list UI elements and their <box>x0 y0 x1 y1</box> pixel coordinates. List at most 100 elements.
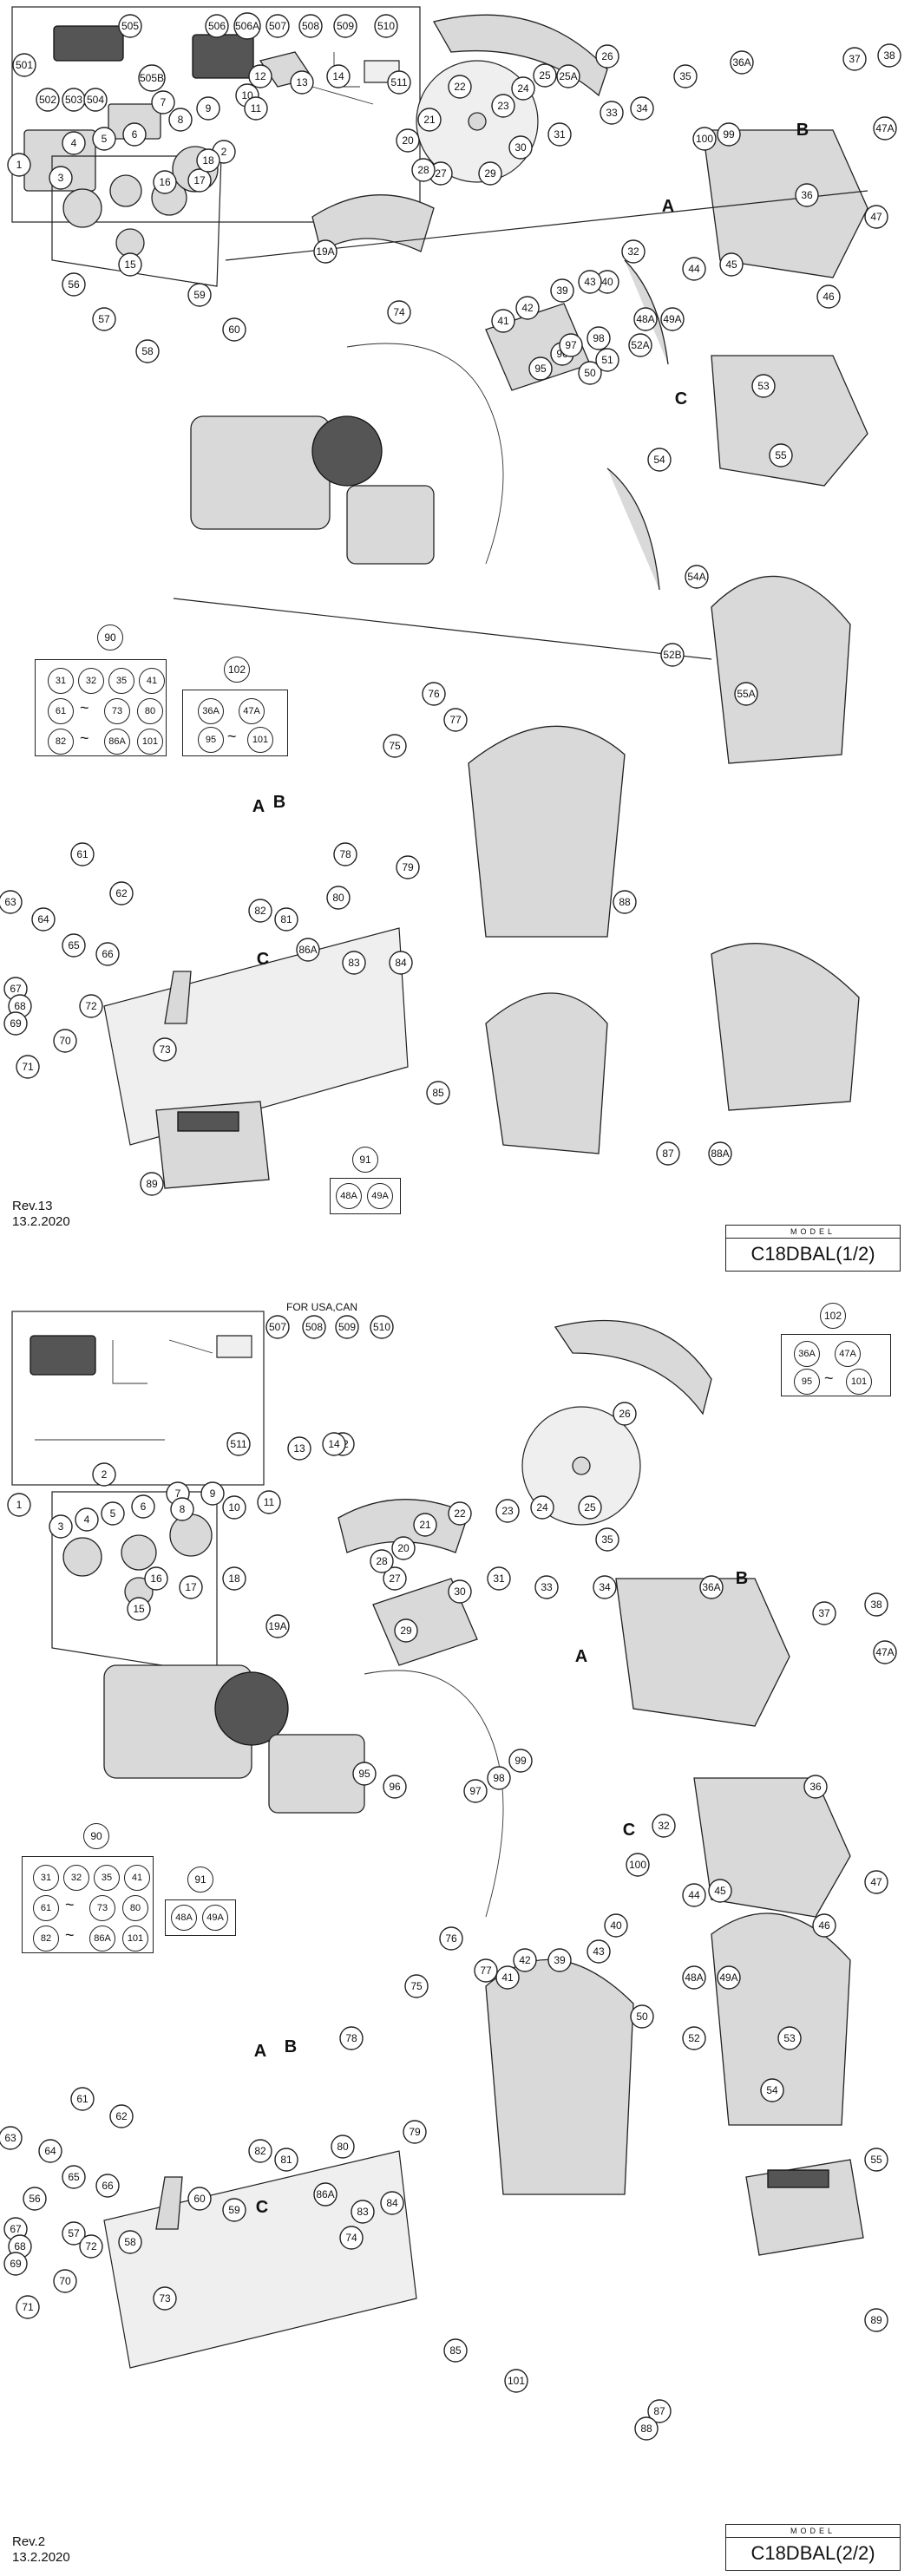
part-callout: 5 <box>101 1501 125 1526</box>
callout-circle <box>287 1436 311 1461</box>
callout-circle <box>70 842 95 866</box>
callout-number: 42 <box>521 302 534 314</box>
part-callout: 12 <box>248 64 272 88</box>
section-letter-b: B <box>736 1569 748 1588</box>
callout-number: 44 <box>688 1889 700 1901</box>
part-callout: 17 <box>179 1575 203 1599</box>
part-callout: 23 <box>491 94 515 118</box>
callout-number: 95 <box>358 1768 370 1780</box>
part-callout: 506A <box>233 12 261 40</box>
legend-range-tilde: ~ <box>80 729 89 747</box>
callout-number: 37 <box>849 53 861 65</box>
callout-number: 60 <box>193 2193 206 2205</box>
part-callout: 97 <box>463 1779 488 1803</box>
model-caption: MODEL <box>726 1226 900 1239</box>
callout-circle <box>374 14 398 38</box>
legend-chip: 47A <box>239 698 265 724</box>
part-callout: 61 <box>70 842 95 866</box>
callout-circle <box>769 443 793 467</box>
callout-number: 47A <box>875 122 894 134</box>
callout-circle <box>387 300 411 324</box>
callout-circle <box>265 1614 290 1638</box>
callout-circle <box>248 2139 272 2163</box>
part-callout: 13 <box>290 70 314 95</box>
callout-number: 67 <box>10 2223 22 2235</box>
callout-number: 84 <box>395 957 407 969</box>
callout-number: 48A <box>685 1971 703 1984</box>
callout-number: 69 <box>10 2258 22 2270</box>
legend-range-tilde: ~ <box>80 699 89 716</box>
part-callout: 30 <box>508 135 533 160</box>
callout-circle <box>83 88 108 112</box>
callout-circle <box>313 239 338 264</box>
callout-number: 18 <box>228 1572 240 1585</box>
part-callout: 47 <box>864 205 888 229</box>
legend-chip: 61 <box>48 698 74 724</box>
callout-number: 13 <box>293 1442 305 1455</box>
callout-number: 98 <box>593 332 605 344</box>
legend-chip: 80 <box>122 1895 148 1921</box>
callout-circle <box>342 951 366 975</box>
callout-number: 72 <box>85 1000 97 1012</box>
callout-number: 58 <box>124 2236 136 2248</box>
callout-circle <box>533 63 557 88</box>
callout-circle <box>448 1501 472 1526</box>
callout-circle <box>812 1601 836 1625</box>
callout-circle <box>222 1495 246 1520</box>
callout-circle <box>326 886 351 910</box>
part-callout: 5 <box>92 127 116 151</box>
part-callout: 504 <box>83 88 108 112</box>
depth-guide-32 <box>606 467 660 591</box>
part-callout: 55 <box>864 2148 888 2172</box>
legend-chip: 32 <box>78 668 104 694</box>
callout-number: 63 <box>4 896 16 908</box>
callout-circle <box>656 1141 680 1166</box>
part-callout: 66 <box>95 942 120 966</box>
callout-number: 46 <box>818 1919 830 1932</box>
callout-circle <box>528 356 553 381</box>
callout-number: 66 <box>102 2180 114 2192</box>
part-callout: 60 <box>222 317 246 342</box>
part-callout: 85 <box>443 2338 468 2363</box>
callout-number: 61 <box>76 848 88 860</box>
part-callout: 13 <box>287 1436 311 1461</box>
part-callout: 55 <box>769 443 793 467</box>
callout-circle <box>380 2191 404 2215</box>
part-callout: 9 <box>200 1481 225 1506</box>
callout-number: 26 <box>601 50 613 62</box>
callout-circle <box>730 50 754 75</box>
callout-number: 77 <box>449 714 462 726</box>
part-callout: 97 <box>559 333 583 357</box>
part-callout: 45 <box>708 1879 732 1903</box>
part-callout: 29 <box>394 1618 418 1643</box>
callout-number: 75 <box>389 740 401 752</box>
gear-case-9 <box>169 1514 213 1557</box>
callout-circle <box>550 278 574 303</box>
part-callout: 85 <box>426 1081 450 1105</box>
part-callout: 74 <box>387 300 411 324</box>
legend-title-91: 91 <box>187 1867 213 1893</box>
handle-55 <box>711 575 851 764</box>
callout-circle <box>877 43 901 68</box>
callout-number: 22 <box>454 1507 466 1520</box>
model-box-1: MODEL C18DBAL(1/2) <box>725 1225 901 1272</box>
callout-circle <box>92 127 116 151</box>
part-callout: 508 <box>302 1315 326 1339</box>
callout-number: 33 <box>606 107 618 119</box>
callout-circle <box>49 166 73 190</box>
part-callout: 73 <box>153 2286 177 2311</box>
part-callout: 32 <box>621 239 646 264</box>
callout-circle <box>333 842 357 866</box>
part-callout: 61 <box>70 2087 95 2111</box>
callout-number: 21 <box>423 114 436 126</box>
part-callout: 17 <box>187 168 212 193</box>
callout-number: 36 <box>801 189 813 201</box>
callout-circle <box>443 708 468 732</box>
part-callout: 505B <box>138 64 166 92</box>
callout-number: 83 <box>348 957 360 969</box>
part-callout: 6 <box>131 1494 155 1519</box>
callout-number: 54 <box>653 454 665 466</box>
callout-number: 36 <box>809 1781 822 1793</box>
part-callout: 23 <box>495 1499 520 1523</box>
callout-number: 8 <box>180 1503 186 1515</box>
